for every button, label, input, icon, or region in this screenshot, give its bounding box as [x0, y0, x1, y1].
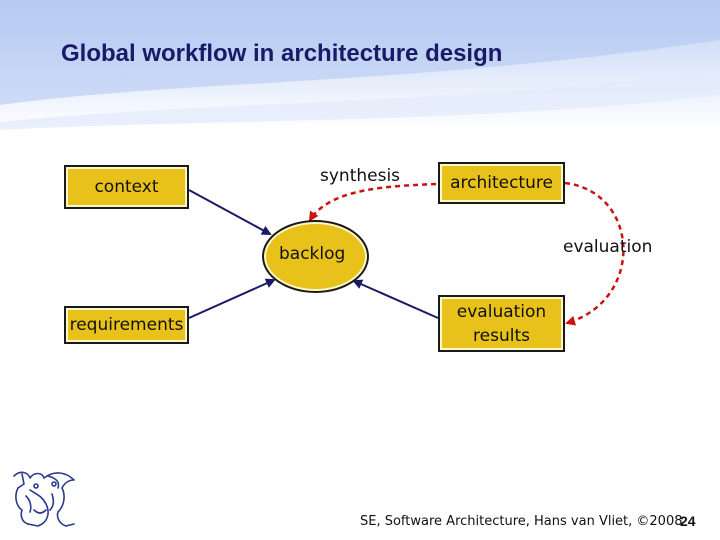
context-label: context	[94, 177, 159, 197]
backlog-ellipse	[262, 220, 369, 293]
university-crest-icon	[13, 471, 75, 527]
context-to-backlog-arrow	[188, 189, 272, 235]
header-band	[0, 0, 720, 130]
backlog-label: backlog	[279, 244, 346, 264]
evaluation-results-box: evaluation results	[438, 295, 565, 352]
requirements-to-backlog-arrow	[188, 278, 276, 319]
page-number: 24	[680, 513, 696, 529]
evaluation-label: evaluation	[563, 237, 653, 257]
requirements-box: requirements	[64, 306, 189, 344]
context-box: context	[64, 165, 189, 209]
slide-title: Global workflow in architecture design	[61, 40, 503, 67]
synthesis-label: synthesis	[320, 166, 401, 186]
architecture-box: architecture	[438, 162, 565, 204]
requirements-label: requirements	[69, 315, 184, 335]
results-to-backlog-arrow	[352, 279, 439, 319]
architecture-label: architecture	[450, 173, 553, 193]
evaluation-results-label-line2: results	[473, 325, 530, 346]
synthesis-arrow	[308, 182, 437, 222]
evaluation-results-label-line1: evaluation	[456, 301, 547, 322]
footer-credit: SE, Software Architecture, Hans van Vlie…	[360, 514, 683, 529]
